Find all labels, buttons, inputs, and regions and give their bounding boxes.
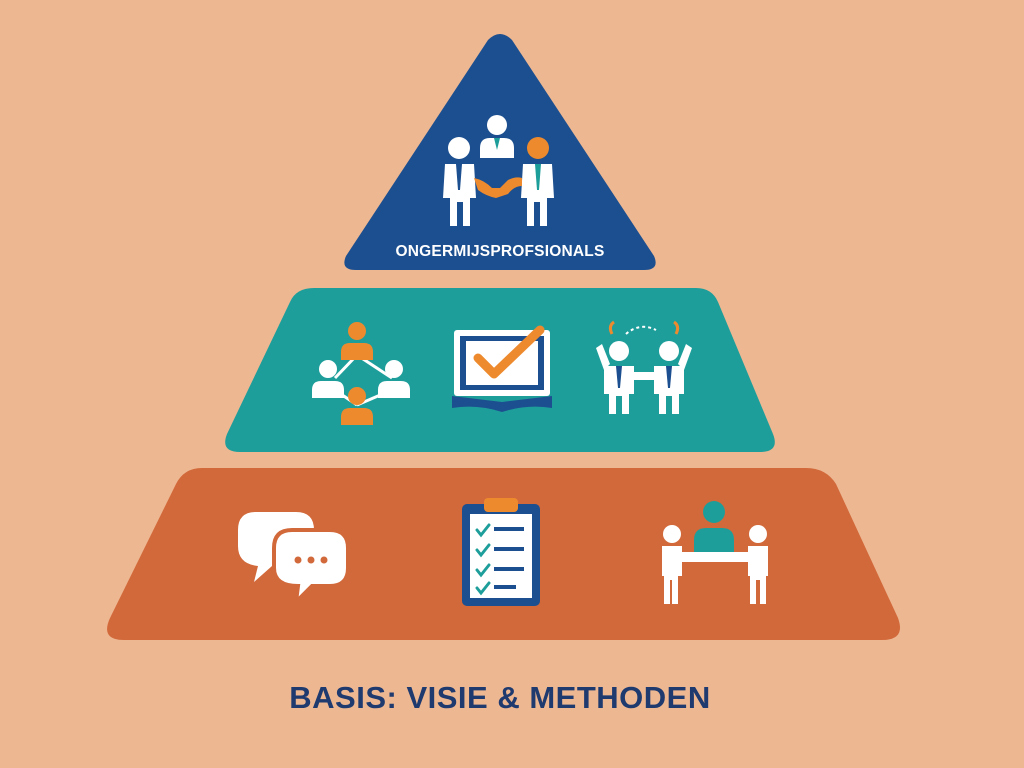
team-meeting-icon bbox=[662, 501, 768, 604]
pyramid-middle-tier bbox=[225, 288, 775, 452]
collaborating-people-icon bbox=[596, 320, 692, 414]
pyramid-top-tier: ONGERMIJSPROFSIONALS bbox=[344, 34, 656, 270]
top-tier-label: ONGERMIJSPROFSIONALS bbox=[396, 243, 605, 260]
pyramid-caption: BASIS: VISIE & METHODEN bbox=[289, 680, 710, 715]
chat-bubbles-icon bbox=[238, 512, 350, 608]
team-network-icon bbox=[312, 322, 410, 425]
checked-book-icon bbox=[452, 325, 552, 412]
checklist-clipboard-icon bbox=[462, 498, 540, 606]
pyramid-bottom-tier bbox=[107, 468, 900, 640]
handshake-people-icon bbox=[443, 115, 554, 226]
